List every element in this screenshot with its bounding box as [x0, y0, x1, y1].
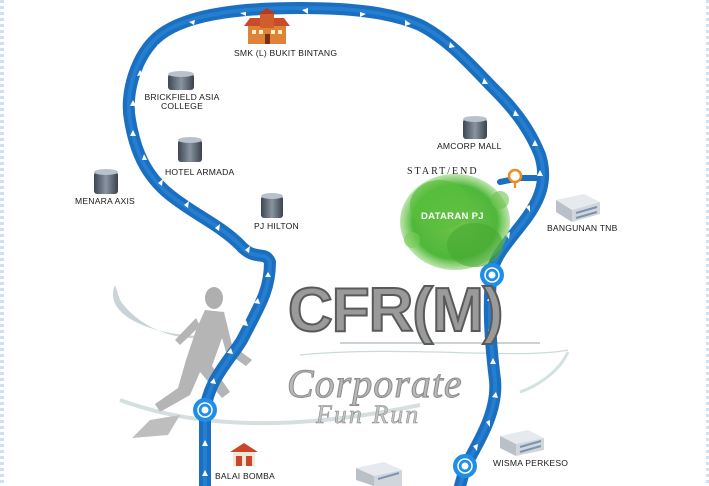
- arrow-icon: [215, 224, 220, 231]
- arrow-icon: [405, 20, 411, 26]
- landmark-label-hotel-armada: HOTEL ARMADA: [165, 167, 235, 177]
- arrow-icon: [130, 130, 136, 136]
- office-tower-icon: [463, 116, 487, 139]
- arrow-icon: [130, 100, 136, 106]
- landmark-label-wisma-perkeso: WISMA PERKESO: [493, 458, 569, 468]
- arrow-icon: [486, 420, 490, 427]
- landmark-label-menara-axis: MENARA AXIS: [75, 196, 135, 206]
- office-tower-icon: [168, 71, 194, 90]
- landmark-label-balai-bomba: BALAI BOMBA: [215, 471, 275, 481]
- landmark-label-brickfield-line1: BRICKFIELD ASIA: [144, 92, 220, 102]
- arrow-icon: [158, 179, 163, 186]
- start-pin-icon: [507, 168, 523, 188]
- arrow-icon: [537, 170, 543, 176]
- arrow-icon: [360, 12, 366, 17]
- landmark-label-bangunan-tnb: BANGUNAN TNB: [547, 223, 618, 233]
- arrow-icon: [202, 440, 208, 446]
- arrow-icon: [513, 110, 519, 116]
- arrow-icon: [487, 295, 493, 301]
- landmark-label-brickfield-line2: COLLEGE: [161, 101, 203, 111]
- logo-corporate-text: Corporate: [287, 361, 463, 407]
- arrow-icon: [473, 444, 478, 451]
- arrow-icon: [189, 20, 195, 25]
- office-tower-icon: [261, 193, 283, 218]
- office-tower-icon: [94, 169, 118, 194]
- landmark-label-pj-hilton: PJ HILTON: [254, 221, 299, 231]
- logo-cfr-text: CFR(M): [287, 276, 504, 345]
- start-end-label: START/END: [407, 166, 479, 177]
- logo-funrun-text: Fun Run: [316, 400, 421, 430]
- arrow-icon: [302, 8, 308, 14]
- arrow-icon: [240, 12, 246, 16]
- route-direction-arrows: [130, 8, 543, 476]
- arrow-icon: [155, 44, 161, 50]
- arrow-icon: [184, 201, 189, 208]
- arrow-icon: [449, 42, 455, 48]
- landmark-label-smk: SMK (L) BUKIT BINTANG: [234, 48, 338, 58]
- arrow-icon: [492, 392, 498, 398]
- arrow-icon: [242, 320, 248, 326]
- water-station-markers: [193, 263, 504, 478]
- right-border: [706, 0, 709, 486]
- runner-silhouette-icon: [112, 285, 252, 438]
- school-building-icon: [244, 8, 290, 44]
- fire-station-icon: [230, 443, 258, 466]
- logo-swoosh: [119, 342, 570, 426]
- office-tower-icon: [556, 194, 600, 222]
- arrow-icon: [202, 470, 208, 476]
- landmark-label-amcorp-mall: AMCORP MALL: [437, 141, 502, 151]
- office-tower-icon: [178, 137, 202, 162]
- arrow-icon: [482, 78, 488, 84]
- office-tower-icon: [356, 462, 402, 486]
- arrow-icon: [526, 205, 530, 212]
- dataran-pj-park: [400, 174, 510, 270]
- arrow-icon: [137, 70, 143, 76]
- park-label: DATARAN PJ: [421, 211, 484, 222]
- arrow-icon: [254, 298, 260, 304]
- arrow-icon: [532, 140, 538, 146]
- arrow-icon: [265, 272, 271, 277]
- arrow-icon: [490, 358, 496, 364]
- arrow-icon: [210, 378, 216, 384]
- office-tower-icon: [500, 430, 544, 456]
- arrow-icon: [488, 325, 494, 331]
- arrow-icon: [142, 154, 147, 160]
- left-border: [0, 0, 4, 486]
- arrow-icon: [245, 246, 250, 253]
- arrow-icon: [227, 348, 233, 354]
